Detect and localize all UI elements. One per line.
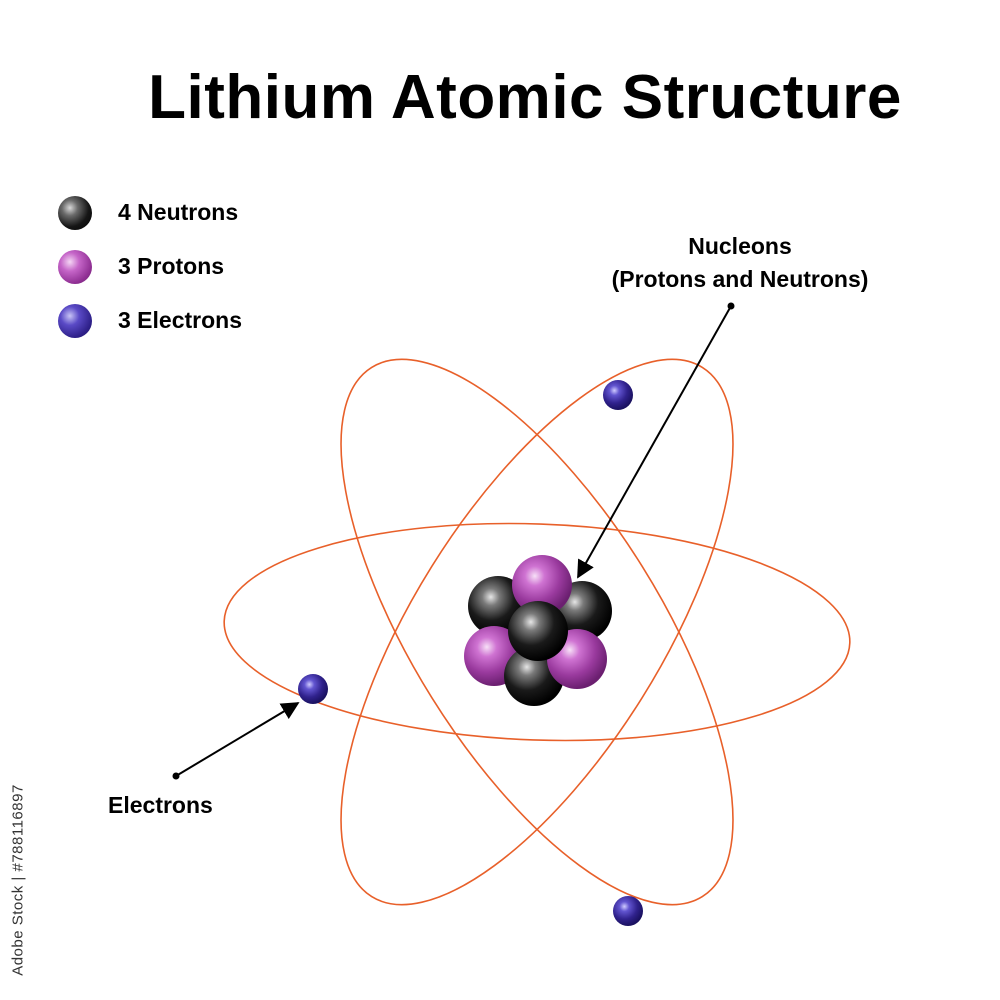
nucleus (464, 555, 612, 706)
stock-id-text: Adobe Stock | #788116897 (9, 784, 27, 976)
legend-label: 3 Protons (118, 253, 225, 279)
orbit-tilted-left (340, 358, 734, 906)
legend-label: 3 Electrons (118, 307, 242, 333)
proton-icon (512, 555, 572, 615)
orbit-tilted-right (340, 358, 734, 906)
electrons-pointer (172, 702, 300, 780)
electron-swatch-icon (58, 304, 92, 338)
electron-icon (603, 380, 633, 410)
electron-icon (613, 896, 643, 926)
nucleons-label-line1: Nucleons (688, 233, 792, 259)
diagram-title: Lithium Atomic Structure (148, 63, 902, 132)
neutron-icon (508, 601, 568, 661)
neutron-swatch-icon (58, 196, 92, 230)
electron-icon (298, 674, 328, 704)
orbit-horizontal (223, 522, 851, 742)
nucleons-label: Nucleons (Protons and Neutrons) (580, 230, 900, 296)
proton-swatch-icon (58, 250, 92, 284)
electrons-label: Electrons (108, 792, 213, 818)
stock-id-watermark: Adobe Stock | #788116897 (6, 770, 30, 990)
nucleons-pointer (577, 302, 735, 579)
nucleons-label-line2: (Protons and Neutrons) (611, 266, 869, 292)
legend-label: 4 Neutrons (118, 199, 239, 225)
